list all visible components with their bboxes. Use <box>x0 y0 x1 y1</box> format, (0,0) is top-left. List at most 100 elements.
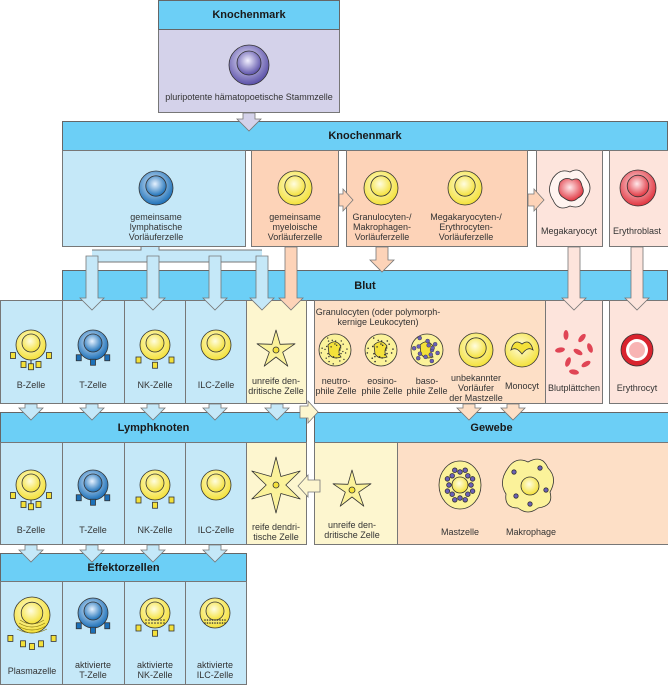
plasma-cell-label: Plasmazelle <box>7 666 57 676</box>
eosinophil-cell-granule <box>376 346 378 348</box>
blood-nk-cell-nucleus <box>145 333 165 353</box>
basophil-cell-granule <box>417 335 422 341</box>
basophil-cell-granule <box>432 342 438 347</box>
activated-t-cell-receptor <box>104 622 111 630</box>
megakaryocyte-to-platelet-arrow-icon <box>561 246 587 311</box>
ln-nk-cell-receptor <box>135 496 142 504</box>
mast-granule <box>465 473 471 479</box>
blood-ilc-cell <box>200 329 232 361</box>
megakaryocyte-nucleus <box>558 178 584 202</box>
ln-b-cell <box>10 469 52 511</box>
activated-nk-cell-granule <box>154 622 156 624</box>
mast-granule <box>469 488 476 494</box>
eosinophil-cell-granule <box>378 356 381 358</box>
lymph-node-to-effector-arrow-icon <box>202 544 228 563</box>
eosinophil-cell-granule <box>380 340 383 342</box>
basophil-cell-granule <box>417 351 423 356</box>
activated-ilc-cell-granule <box>221 622 224 624</box>
ln-t-cell <box>75 469 111 506</box>
tissue-immature-dc-cell-nucleus <box>348 486 356 494</box>
activated-nk-cell-granule <box>163 619 165 621</box>
neutrophil-cell-granule <box>339 349 341 351</box>
platelets <box>555 330 593 375</box>
myeloid-to-gm-arrow-icon <box>338 187 354 213</box>
macrophage-vesicle <box>543 487 549 493</box>
eosinophil-cell-granule <box>383 353 386 356</box>
stem-to-marrow-arrow-icon <box>236 112 262 132</box>
lymphoid-progenitor-cell-nucleus <box>145 175 167 197</box>
mast-cell <box>438 460 482 510</box>
erythrocyte-center <box>629 342 645 358</box>
basophil-cell-granule <box>428 352 433 357</box>
activated-ilc-cell-nucleus <box>205 601 225 621</box>
eosinophil-cell-granule <box>385 347 388 349</box>
activated-t-cell-receptor <box>90 626 96 634</box>
neutrophil-cell-granule <box>332 356 335 358</box>
stem-cell-nucleus <box>236 50 262 76</box>
plasma-cell-receptor <box>29 643 35 650</box>
neutrophil-cell-granule <box>326 345 328 348</box>
blood-b-cell-receptor <box>46 352 52 359</box>
platelet-panel <box>545 300 603 404</box>
activated-nk-label: aktivierte NK-Zelle <box>136 660 174 680</box>
blood-t-cell-receptor <box>90 358 96 366</box>
activated-ilc-cell-granule <box>219 619 221 621</box>
neutrophil-cell-granule <box>342 350 344 353</box>
erythroblast-label: Erythroblast <box>612 226 662 236</box>
neutrophil-cell-nucleus <box>327 341 342 359</box>
activated-nk-cell-granule <box>148 622 150 624</box>
mature-dc-cell <box>251 456 301 514</box>
mast-granule <box>465 491 471 497</box>
ln-t-cell-receptor <box>75 494 82 502</box>
activated-nk-cell-granule <box>160 622 162 624</box>
eosinophil-cell-granule <box>386 340 389 342</box>
eosinophil-cell-granule <box>390 352 393 354</box>
basophil-cell-granule <box>411 346 417 351</box>
tissue-dc-to-mature-dc-arrow-icon <box>297 473 321 499</box>
blood-ilc-label: ILC-Zelle <box>197 380 235 390</box>
neutrophil-cell-granule <box>335 344 338 346</box>
mast-granule <box>462 497 468 503</box>
erythroblast-cell <box>619 169 657 207</box>
activated-ilc-cell-granule <box>214 622 216 624</box>
mast-precursor-cell-nucleus <box>465 337 487 359</box>
eosinophil-cell-granule <box>372 337 375 339</box>
blood-b-cell-receptor <box>20 361 27 368</box>
blood-immature-dc-cell <box>256 329 296 367</box>
neutrophil-cell-granule <box>339 360 341 362</box>
ln-t-cell-nucleus <box>83 473 103 493</box>
lymphoid-to-blood-arrow-icon <box>79 255 105 311</box>
activated-ilc-cell-granule <box>214 619 216 621</box>
activated-ilc-cell-granule <box>211 622 214 624</box>
gm-progenitor-label: Granulocyten-/ Makrophagen- Vorläuferzel… <box>352 212 412 242</box>
blood-b-cell <box>10 329 52 371</box>
activated-nk-cell-granule <box>160 619 162 621</box>
eosinophil-cell-granule <box>385 360 387 362</box>
neutrophil-cell-granule <box>321 347 323 349</box>
blood-ilc-cell-nucleus <box>206 333 226 353</box>
gm-progenitor-cell-nucleus <box>370 175 392 197</box>
eosinophil-cell-granule <box>366 352 369 354</box>
mast-precursor-cell <box>458 332 494 368</box>
erythrocyte-cell <box>620 333 654 367</box>
ln-b-cell-nucleus <box>21 473 41 493</box>
activated-ilc-cell-granule <box>216 622 219 624</box>
neutrophil-cell-granule <box>340 352 342 355</box>
ln-b-cell-receptor <box>20 501 27 508</box>
activated-ilc-label: aktivierte ILC-Zelle <box>196 660 234 680</box>
activated-t-cell <box>75 597 111 634</box>
activated-nk-cell-receptor <box>168 624 175 632</box>
eosinophil-cell-granule <box>374 355 376 358</box>
activated-ilc-cell-granule <box>224 619 226 621</box>
neutrophil-cell-granule <box>343 358 345 361</box>
lymph-node-to-effector-arrow-icon <box>18 544 44 563</box>
eosinophil-cell <box>364 333 398 367</box>
platelet <box>555 347 565 353</box>
activated-ilc-cell-granule <box>209 619 211 621</box>
neutrophil-cell-granule <box>327 353 329 355</box>
neutrophil-cell-granule <box>339 347 342 349</box>
platelet <box>569 369 579 375</box>
macrophage-vesicle <box>511 469 517 475</box>
macrophage-nucleus <box>520 476 540 496</box>
neutrophil-cell-granule <box>331 339 333 342</box>
